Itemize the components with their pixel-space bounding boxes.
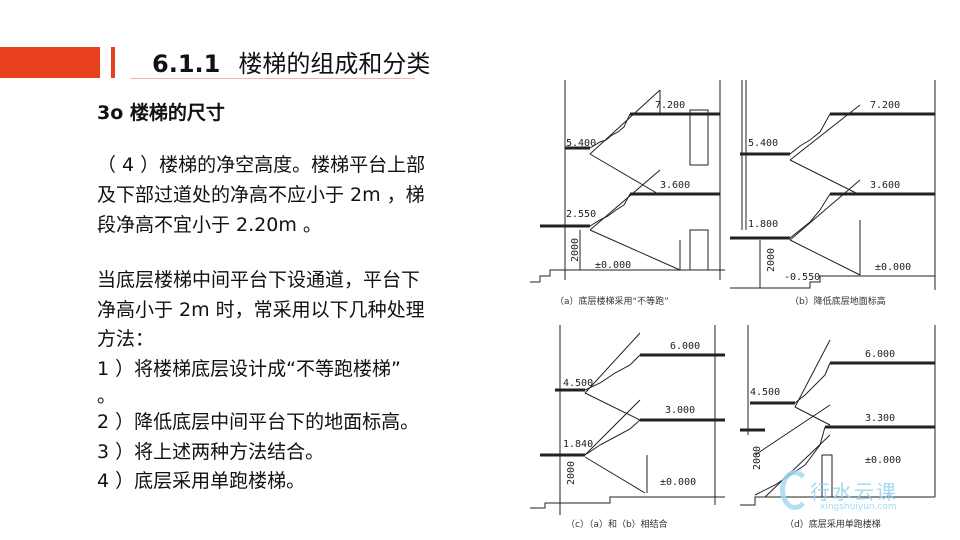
level-label: 6.000 — [865, 349, 895, 360]
text-line: 。 — [97, 385, 117, 407]
text-line: 净高小于 2m 时，常采用以下几种处理 — [97, 298, 425, 321]
level-label: ±0.000 — [865, 455, 901, 466]
dimension-label: 2000 — [766, 248, 777, 272]
text-line: 及下部过道处的净高不应小于 2m ，梯 — [97, 184, 425, 206]
section-heading: 3o 楼梯的尺寸 — [97, 102, 225, 124]
stair-section-a: 7.200 5.400 3.600 2.550 ±0.000 2000 — [530, 80, 725, 283]
text-line: 2 ）降低底层中间平台下的地面标高。 — [97, 411, 420, 433]
text-line: 1 ）将楼梯底层设计成“不等跑楼梯” — [97, 357, 401, 380]
level-label: -0.550 — [784, 272, 820, 283]
level-label: 3.600 — [660, 180, 690, 191]
level-label: 7.200 — [870, 100, 900, 111]
title-underline — [130, 78, 415, 79]
stair-section-b: 7.200 5.400 3.600 1.800 ±0.000 -0.550 20… — [730, 80, 936, 290]
watermark-name: 行水云课 — [810, 480, 898, 504]
wave-logo-icon — [780, 470, 810, 510]
level-label: 3.300 — [865, 413, 895, 424]
dimension-label: 2000 — [566, 461, 577, 485]
level-label: 4.500 — [750, 387, 780, 398]
level-label: 2.550 — [566, 209, 596, 220]
text-line: 4 ）底层采用单跑楼梯。 — [97, 470, 306, 492]
level-label: 5.400 — [748, 138, 778, 149]
level-label: ±0.000 — [875, 262, 911, 273]
text-line: （ 4 ）楼梯的净空高度。楼梯平台上部 — [97, 154, 426, 176]
text-line: 3 ）将上述两种方法结合。 — [97, 440, 325, 463]
figure-caption-c: （c）（a）和（b）相结合 — [566, 520, 668, 530]
paragraph-2: 当底层楼梯中间平台下设通道，平台下 净高小于 2m 时，常采用以下几种处理 方法… — [97, 266, 425, 497]
title-text: 楼梯的组成和分类 — [238, 50, 431, 78]
level-label: 7.200 — [655, 100, 685, 111]
stair-section-c: 6.000 4.500 3.000 1.840 ±0.000 2000 — [530, 325, 725, 515]
section-number: 6.1.1 — [152, 50, 221, 78]
stair-section-d: 6.000 4.500 3.300 ±0.000 2000 — [740, 325, 936, 506]
level-label: 4.500 — [563, 378, 593, 389]
watermark-url: xingshuiyun.com — [820, 502, 897, 512]
level-label: ±0.000 — [595, 260, 631, 271]
level-label: 3.600 — [870, 180, 900, 191]
title-accent-tick — [111, 47, 115, 78]
slide-title: 6.1.1 楼梯的组成和分类 — [152, 44, 430, 79]
dimension-label: 2000 — [752, 446, 763, 470]
level-label: 5.400 — [566, 138, 596, 149]
level-label: 3.000 — [665, 405, 695, 416]
figure-caption-d: （d）底层采用单跑楼梯 — [785, 520, 881, 530]
level-label: ±0.000 — [660, 477, 696, 488]
text-line: 段净高不宜小于 2.20m 。 — [97, 214, 322, 236]
text-line: 当底层楼梯中间平台下设通道，平台下 — [97, 269, 421, 291]
dimension-label: 2000 — [570, 238, 581, 262]
paragraph-1: （ 4 ）楼梯的净空高度。楼梯平台上部 及下部过道处的净高不应小于 2m ，梯 … — [97, 150, 425, 240]
level-label: 1.800 — [748, 219, 778, 230]
figure-caption-a: （a）底层楼梯采用“不等跑” — [555, 297, 669, 307]
level-label: 6.000 — [670, 341, 700, 352]
level-label: 1.840 — [563, 439, 593, 450]
title-accent-bar — [0, 47, 100, 78]
figure-caption-b: （b）降低底层地面标高 — [790, 297, 886, 307]
text-line: 方法： — [97, 328, 155, 350]
